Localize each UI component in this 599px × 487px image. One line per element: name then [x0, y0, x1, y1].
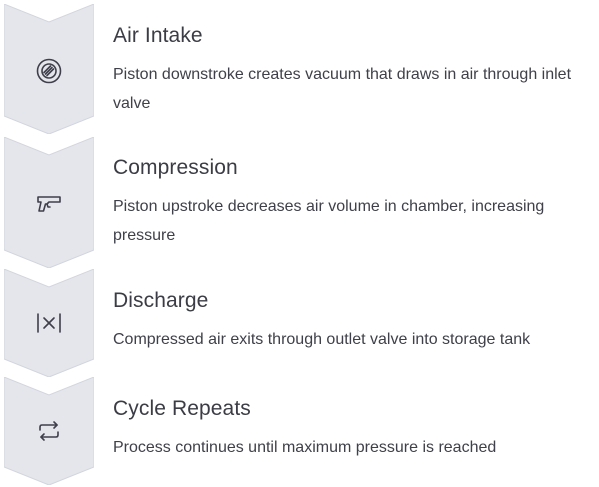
process-step-discharge: Discharge Compressed air exits through o… — [4, 269, 531, 377]
step-description: Compressed air exits through outlet valv… — [113, 331, 531, 348]
step-title: Cycle Repeats — [113, 397, 251, 420]
process-step-compression: Compression Piston upstroke decreases ai… — [4, 137, 545, 268]
repeat-arrows-icon — [33, 415, 65, 447]
air-intake-icon — [33, 55, 65, 87]
step-chevron — [4, 377, 94, 485]
step-title: Discharge — [113, 289, 209, 312]
step-title: Air Intake — [113, 24, 203, 47]
step-description: Piston downstroke creates vacuum that dr… — [113, 66, 572, 112]
step-chevron — [4, 4, 94, 134]
step-title: Compression — [113, 156, 238, 179]
process-step-air-intake: Air Intake Piston downstroke creates vac… — [0, 0, 599, 134]
pump-gun-icon — [33, 187, 65, 219]
times-bracket-icon — [33, 307, 65, 339]
step-description: Piston upstroke decreases air volume in … — [113, 198, 545, 244]
step-description: Process continues until maximum pressure… — [113, 439, 497, 456]
